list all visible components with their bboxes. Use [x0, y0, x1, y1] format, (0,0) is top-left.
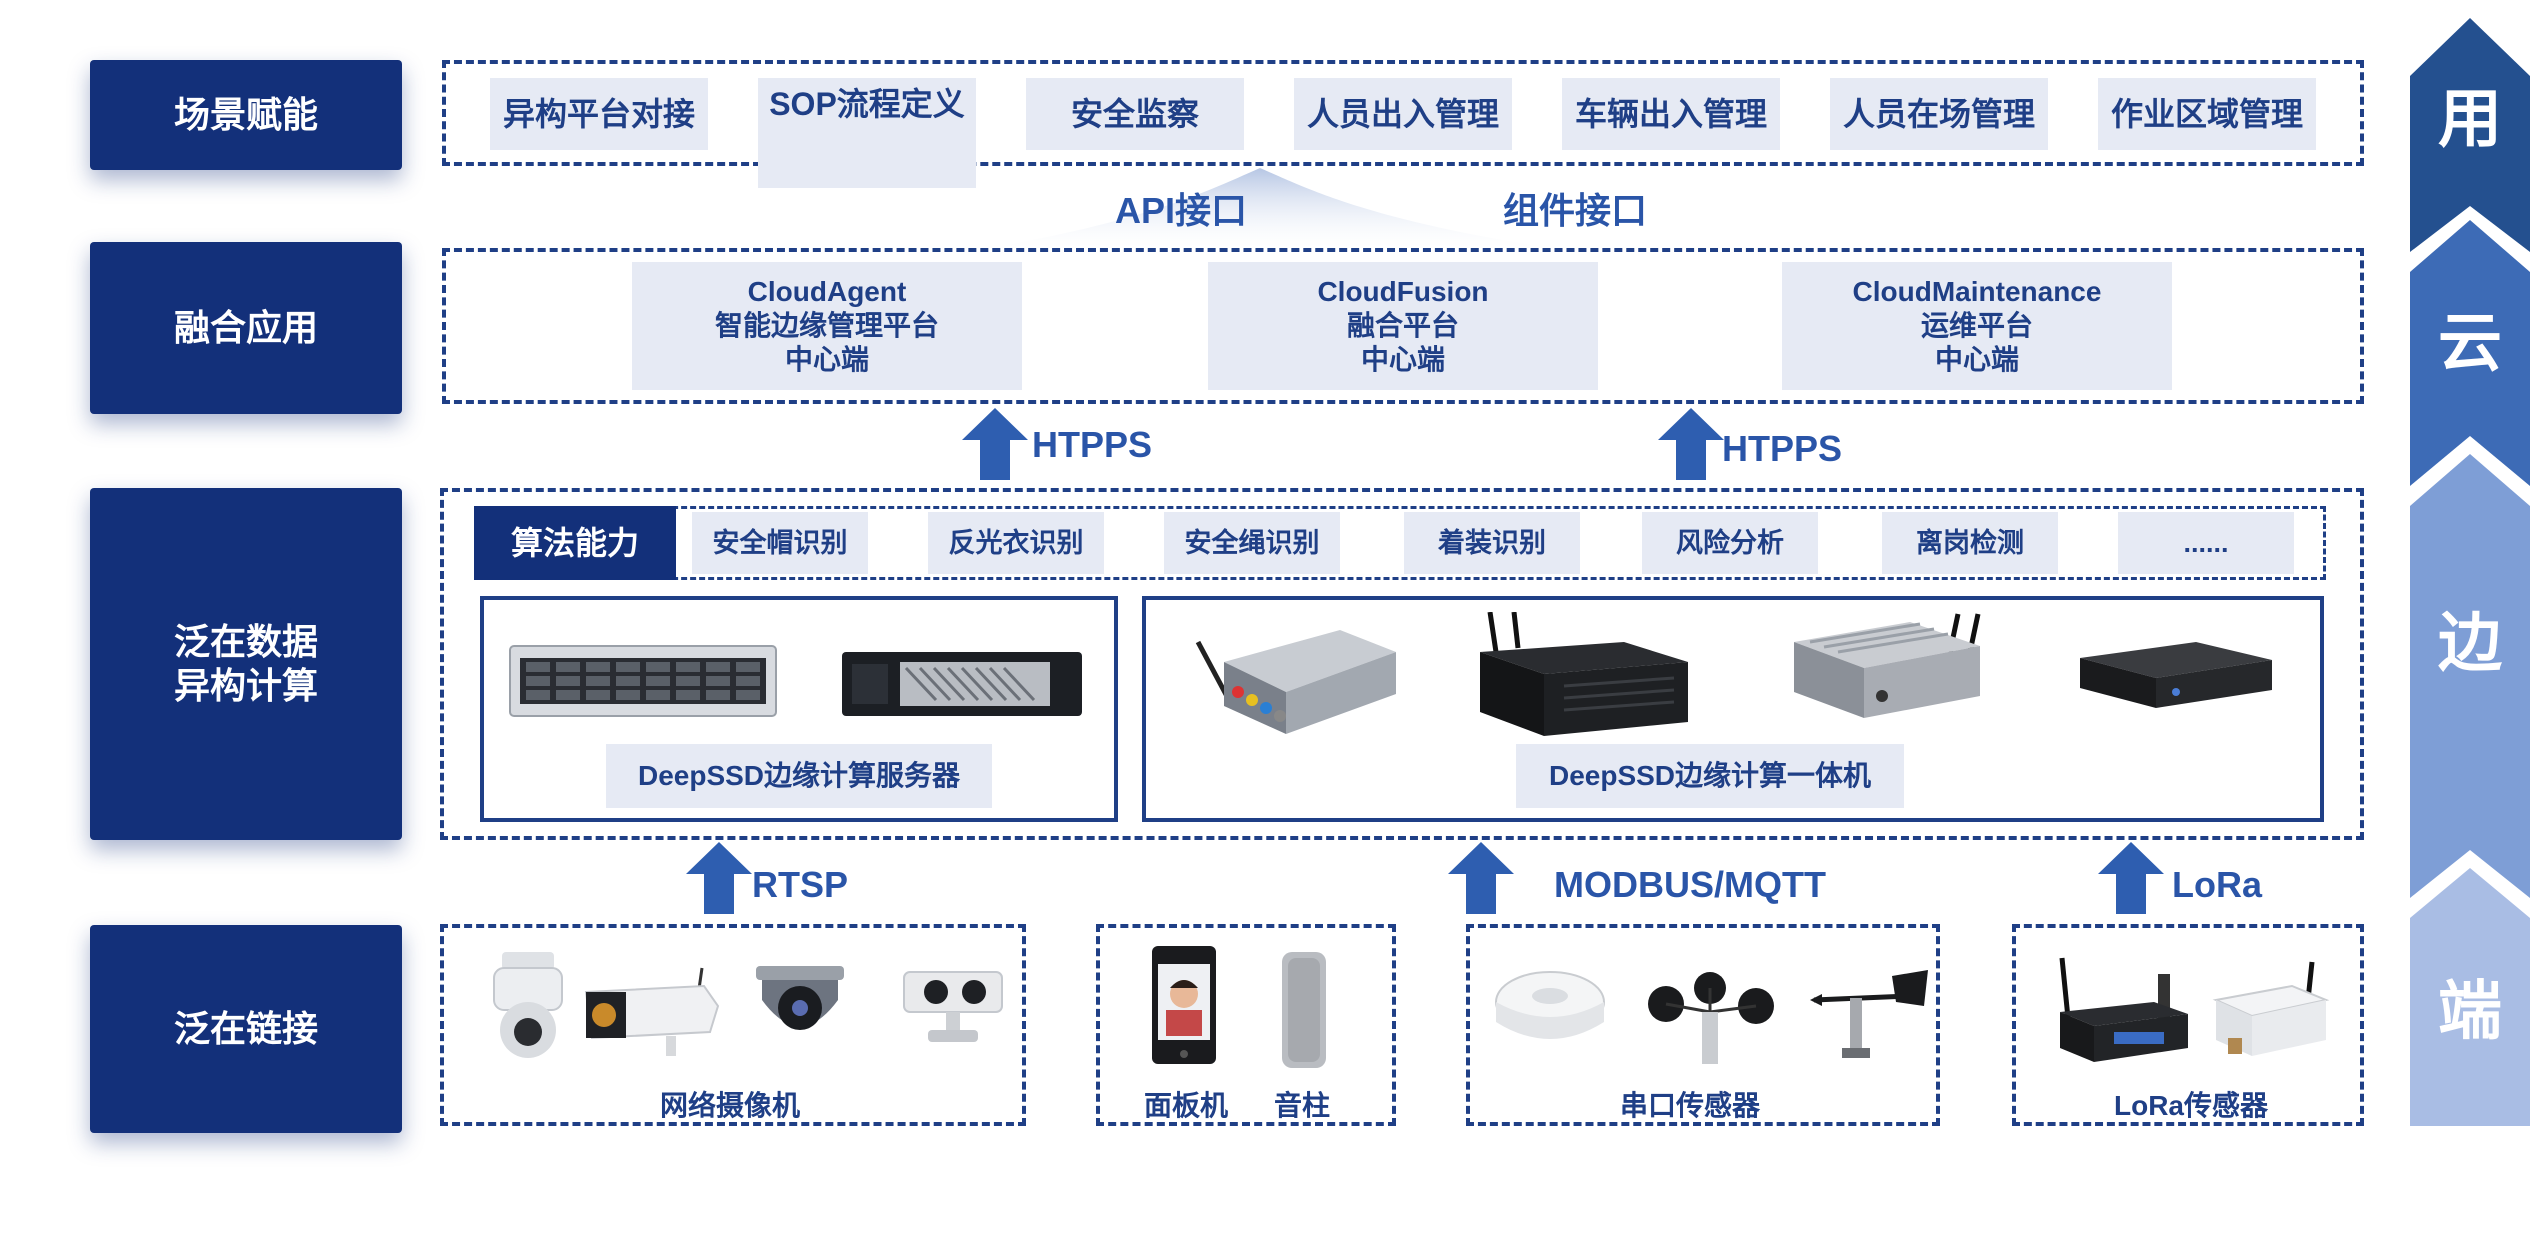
lora-gateway-icon	[2059, 957, 2188, 1062]
api-interface-label: API接口	[1115, 190, 1248, 231]
edge-box-black-icon	[1480, 612, 1688, 736]
up-arrow-icon	[2098, 842, 2164, 914]
scene-frame	[442, 60, 2364, 166]
algorithm-item: 风险分析	[1642, 512, 1818, 574]
layer-label-fusion: 融合应用	[90, 242, 402, 414]
algorithm-item: 着装识别	[1404, 512, 1580, 574]
allinone-box	[1142, 596, 2324, 822]
server-box	[480, 596, 1118, 822]
scene-item: 作业区域管理	[2098, 78, 2316, 150]
lora-sensor-caption: LoRa传感器	[2113, 1090, 2268, 1121]
lora-sensor-frame	[2012, 924, 2364, 1126]
layer-label-scene: 场景赋能	[90, 60, 402, 170]
app-role: 中心端	[784, 344, 869, 375]
algorithm-item: 反光衣识别	[928, 512, 1104, 574]
thermal-camera-icon	[903, 971, 1003, 1042]
wind-vane-icon	[1810, 970, 1928, 1058]
serial-sensor-frame	[1466, 924, 1940, 1126]
rtsp-label: RTSP	[752, 864, 849, 905]
layer-label-compute: 泛在数据 异构计算	[90, 488, 402, 840]
edge-box-fanless-icon	[2080, 642, 2272, 708]
scene-item: 异构平台对接	[490, 78, 708, 150]
component-interface-label: 组件接口	[1503, 190, 1648, 231]
app-name: CloudAgent	[747, 276, 907, 307]
face-panel-icon	[1152, 946, 1216, 1064]
app-desc: 智能边缘管理平台	[714, 310, 939, 341]
up-arrow-icon	[686, 842, 752, 914]
scene-item: SOP流程定义	[758, 78, 976, 188]
app-name: CloudMaintenance	[1852, 276, 2102, 307]
app-card-cloudagent: CloudAgent 智能边缘管理平台 中心端	[632, 262, 1022, 390]
modbus-label: MODBUS/MQTT	[1554, 864, 1826, 905]
app-card-cloudmaintenance: CloudMaintenance 运维平台 中心端	[1782, 262, 2172, 390]
smoke-detector-icon	[1495, 971, 1605, 1039]
cloud-edge-end-band	[2410, 18, 2530, 1126]
panel-caption: 面板机	[1143, 1090, 1228, 1121]
serial-sensor-caption: 串口传感器	[1619, 1090, 1760, 1121]
bullet-camera-icon	[584, 967, 720, 1056]
allinone-label: DeepSSD边缘计算一体机	[1516, 744, 1904, 808]
scene-item: 人员出入管理	[1294, 78, 1512, 150]
band-label-end: 端	[2438, 975, 2502, 1047]
camera-frame	[440, 924, 1026, 1126]
layer-label-link: 泛在链接	[90, 925, 402, 1133]
speaker-caption: 音柱	[1273, 1090, 1330, 1121]
app-desc: 融合平台	[1346, 310, 1459, 341]
lora-protocol-label: LoRa	[2172, 864, 2262, 905]
scene-item: 车辆出入管理	[1562, 78, 1780, 150]
algorithm-item: 离岗检测	[1882, 512, 2058, 574]
rack-server-icon	[509, 645, 777, 717]
lora-sensor-node-icon	[2212, 961, 2330, 1056]
algorithm-item: 安全绳识别	[1164, 512, 1340, 574]
edge-box-ports-icon	[1195, 630, 1396, 734]
app-card-cloudfusion: CloudFusion 融合平台 中心端	[1208, 262, 1598, 390]
app-role: 中心端	[1360, 344, 1445, 375]
up-arrow-icon	[1658, 408, 1724, 480]
app-name: CloudFusion	[1317, 276, 1489, 307]
algorithm-item: 安全帽识别	[692, 512, 868, 574]
interface-arrow-shape	[990, 168, 1550, 248]
edge-box-silver-icon	[1794, 613, 1981, 718]
camera-caption: 网络摄像机	[659, 1090, 800, 1121]
fusion-frame	[442, 248, 2364, 404]
https-right-label: HTPPS	[1722, 428, 1843, 469]
rack-chassis-icon	[842, 652, 1082, 716]
https-left-label: HTPPS	[1032, 424, 1153, 465]
app-desc: 运维平台	[1920, 310, 2033, 341]
algorithm-header: 算法能力	[474, 506, 676, 580]
scene-item: 人员在场管理	[1830, 78, 2048, 150]
up-arrow-icon	[1448, 842, 1514, 914]
ptz-camera-icon	[493, 952, 563, 1058]
band-label-cloud: 云	[2438, 307, 2502, 379]
algorithm-item: ......	[2118, 512, 2294, 574]
app-role: 中心端	[1934, 344, 2019, 375]
band-label-edge: 边	[2438, 607, 2502, 679]
up-arrow-icon	[962, 408, 1028, 480]
scene-item: 安全监察	[1026, 78, 1244, 150]
panel-frame	[1096, 924, 1396, 1126]
dome-camera-icon	[756, 966, 844, 1030]
band-label-use: 用	[2438, 83, 2502, 155]
compute-frame	[440, 488, 2364, 840]
server-label: DeepSSD边缘计算服务器	[606, 744, 992, 808]
column-speaker-icon	[1282, 952, 1326, 1068]
anemometer-icon	[1648, 972, 1774, 1064]
